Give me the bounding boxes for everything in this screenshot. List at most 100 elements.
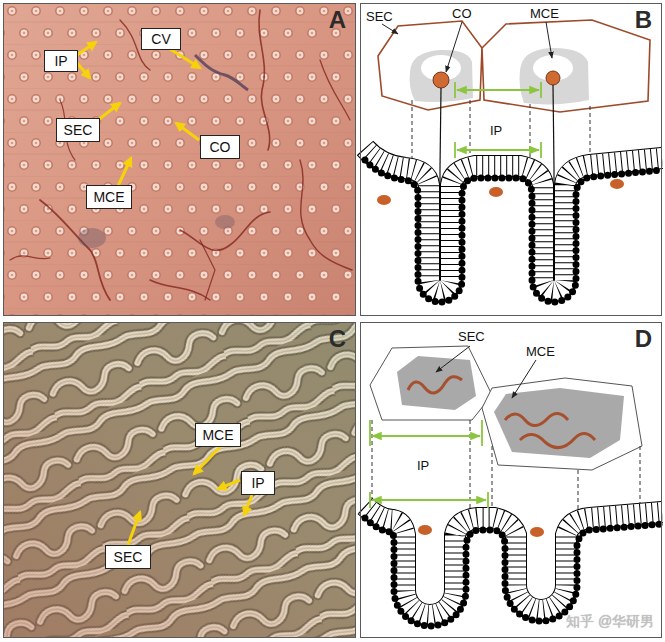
sec-polygon xyxy=(482,378,642,470)
projection-lines-part xyxy=(640,446,641,505)
crypt-epithelium-part xyxy=(365,506,662,615)
sec-polygon xyxy=(482,20,650,112)
callout-box: MCE xyxy=(86,185,132,209)
sec-polygon xyxy=(378,21,482,110)
crypt-opening-dot xyxy=(546,71,560,85)
projection-lines-part xyxy=(412,100,413,160)
capillary-network xyxy=(10,10,352,300)
capillary-network-part xyxy=(10,256,50,260)
panel-letter: C xyxy=(329,327,346,351)
collecting-venule xyxy=(195,55,248,90)
mucosa-background xyxy=(3,3,356,316)
callout-label: IP xyxy=(54,53,67,69)
figure-panel: D xyxy=(360,322,662,638)
capillary-dots-part xyxy=(489,187,503,197)
yellow-pointers-a xyxy=(77,42,200,186)
structure-label: IP xyxy=(490,123,502,138)
lumen-lines-part xyxy=(440,88,441,168)
callout-box: SEC xyxy=(56,118,100,142)
structure-label: SEC xyxy=(366,9,393,24)
panel-letter: D xyxy=(635,327,652,351)
label-leaders-part xyxy=(512,360,536,398)
ip-measure-part xyxy=(372,499,486,501)
schematic-b xyxy=(365,20,662,302)
label-leaders-part xyxy=(436,346,470,372)
yellow-pointers-a-part xyxy=(176,123,199,140)
ip-measure-part xyxy=(454,82,456,98)
capillary-network-part xyxy=(320,60,350,120)
label-leaders-part xyxy=(382,24,398,34)
projection-lines xyxy=(372,420,640,512)
sec-polygon xyxy=(370,346,492,420)
structure-label: CO xyxy=(452,6,472,21)
capillary-network-part xyxy=(259,10,270,150)
projection-lines-part xyxy=(578,470,579,512)
elongated-opening xyxy=(520,433,595,447)
callout-label: SEC xyxy=(64,122,93,138)
callout-box: IP xyxy=(241,471,275,495)
callout-label: CO xyxy=(210,139,231,155)
crypt-epithelium xyxy=(365,148,662,302)
yellow-pointers-a-part xyxy=(77,42,96,55)
capillary-network-part xyxy=(300,160,352,270)
callout-box: CO xyxy=(200,135,240,159)
pit-pattern xyxy=(3,3,356,316)
capillary-dots-part xyxy=(530,527,544,537)
structure-label: MCE xyxy=(526,344,555,359)
structure-label: MCE xyxy=(530,6,559,21)
figure-panel: C MCE IP SEC xyxy=(3,322,356,638)
capillary-network-part xyxy=(150,280,210,300)
mce-area xyxy=(397,356,476,410)
dark-blotch xyxy=(78,228,106,248)
capillary-dots-part xyxy=(610,179,624,189)
mce-area xyxy=(520,48,590,105)
yellow-pointers-c xyxy=(128,447,252,545)
projection-lines xyxy=(412,100,590,160)
label-leaders-part xyxy=(446,22,462,72)
figure-panel: ACVIPSECCOMCE xyxy=(3,3,356,316)
structure-label: IP xyxy=(417,458,429,473)
crypt-epithelium xyxy=(365,506,662,626)
photo-a xyxy=(3,3,356,316)
callout-label: IP xyxy=(251,475,264,491)
crypt-epithelium-part xyxy=(365,148,662,291)
projection-lines-part xyxy=(470,100,471,160)
yellow-pointers-a-part xyxy=(98,103,120,120)
label-leaders xyxy=(382,22,552,72)
label-leaders xyxy=(436,346,536,398)
yellow-pointers-a-part xyxy=(77,63,90,78)
yellow-pointers-a-part xyxy=(118,158,131,186)
capillary-dots xyxy=(377,179,624,205)
ip-measure-part xyxy=(540,82,542,98)
capillary-dots xyxy=(418,525,544,537)
callout-label: SEC xyxy=(114,549,143,565)
yellow-pointers-c-part xyxy=(218,480,240,489)
reddish-tint xyxy=(3,322,356,638)
mucosa-background xyxy=(3,322,356,638)
schematic-d xyxy=(365,346,662,626)
capillary-network-part xyxy=(40,200,110,300)
ip-measure-part xyxy=(457,89,539,91)
callout-box: MCE xyxy=(195,423,241,447)
elongated-opening xyxy=(505,413,568,425)
capillary-dots-part xyxy=(377,195,391,205)
capillary-dots-part xyxy=(418,525,432,535)
callout-box: SEC xyxy=(105,545,151,569)
yellow-pointers-c-part xyxy=(244,495,252,515)
watermark: 知乎 @华研男 xyxy=(566,614,654,629)
ip-measure xyxy=(455,82,541,158)
yellow-pointers-c-part xyxy=(194,447,220,474)
dark-blotch xyxy=(215,215,235,229)
ip-measure-part xyxy=(369,420,371,446)
crypt-epithelium-part xyxy=(365,148,662,291)
yellow-pointers-c-part xyxy=(128,512,140,545)
ip-measure xyxy=(370,420,488,508)
ip-measure-part xyxy=(369,492,371,508)
capillary-network-part xyxy=(180,212,270,250)
photo-c xyxy=(3,322,356,638)
crypt-epithelium-part xyxy=(365,506,662,615)
